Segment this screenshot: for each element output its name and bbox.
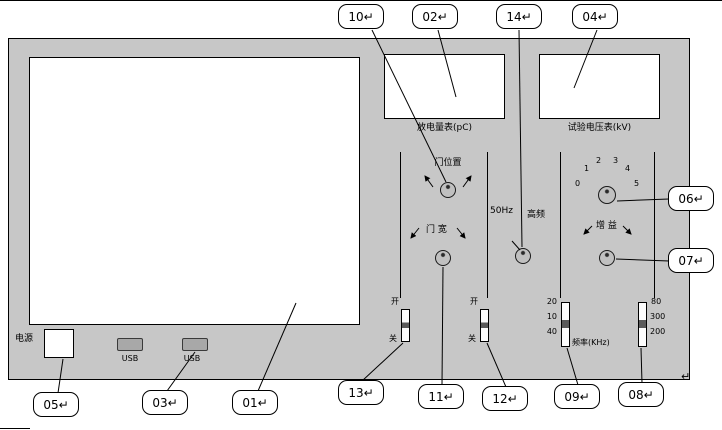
freq-high-label: 高频 bbox=[527, 210, 546, 220]
gain-coarse-knob[interactable] bbox=[598, 186, 616, 204]
usb-port-1 bbox=[117, 338, 143, 351]
callout-02: 02↵ bbox=[412, 4, 458, 29]
freq-right-value-300: 300 bbox=[650, 312, 666, 321]
freq-right-value-200: 200 bbox=[650, 327, 666, 336]
switch1-off-label: 关 bbox=[389, 334, 397, 343]
switch2-off-label: 关 bbox=[468, 334, 476, 343]
callout-14: 14↵ bbox=[496, 4, 542, 29]
freq-left-value-20: 20 bbox=[546, 297, 557, 306]
callout-06: 06↵ bbox=[668, 186, 714, 211]
toggle-switch-2[interactable] bbox=[480, 309, 489, 342]
callout-12: 12↵ bbox=[482, 386, 528, 411]
toggle-switch-1[interactable] bbox=[401, 309, 410, 342]
usb-port-2 bbox=[182, 338, 208, 351]
gain-scale-3: 3 bbox=[613, 156, 619, 165]
gate-position-label: 门位置 bbox=[434, 158, 462, 168]
gate-width-knob[interactable] bbox=[435, 250, 451, 266]
gate-position-knob[interactable] bbox=[440, 182, 456, 198]
freq-selector-switch-left[interactable] bbox=[561, 302, 570, 347]
freq-left-value-40: 40 bbox=[546, 327, 557, 336]
gain-scale-1: 1 bbox=[584, 164, 590, 173]
voltage-meter-label: 试验电压表(kV) bbox=[567, 123, 632, 133]
callout-01: 01↵ bbox=[232, 390, 278, 415]
callout-07: 07↵ bbox=[668, 248, 714, 273]
freq-unit-label: 频率(KHz) bbox=[572, 338, 610, 347]
gain-scale-5: 5 bbox=[634, 179, 640, 188]
gain-scale-2: 2 bbox=[596, 156, 602, 165]
callout-13: 13↵ bbox=[338, 380, 384, 405]
discharge-meter-label: 放电量表(pC) bbox=[416, 123, 473, 133]
freq-mode-knob[interactable] bbox=[515, 248, 531, 264]
callout-05: 05↵ bbox=[33, 392, 79, 417]
gate-width-label: 门 宽 bbox=[426, 225, 447, 235]
callout-03: 03↵ bbox=[142, 390, 188, 415]
freq-selector-switch-right[interactable] bbox=[638, 302, 647, 347]
gain-fine-knob[interactable] bbox=[599, 250, 615, 266]
display-screen bbox=[29, 57, 360, 325]
freq-50hz-label: 50Hz bbox=[490, 206, 513, 216]
voltage-meter-display bbox=[539, 54, 660, 119]
callout-04: 04↵ bbox=[572, 4, 618, 29]
freq-right-value-80: 80 bbox=[651, 297, 662, 306]
freq-left-value-10: 10 bbox=[546, 312, 557, 321]
usb2-label: USB bbox=[183, 354, 201, 363]
gain-scale-0: 0 bbox=[575, 179, 581, 188]
gain-label: 增 益 bbox=[596, 221, 617, 231]
switch1-on-label: 开 bbox=[391, 297, 399, 306]
switch2-on-label: 开 bbox=[470, 297, 478, 306]
callout-08: 08↵ bbox=[618, 382, 664, 407]
callout-10: 10↵ bbox=[338, 4, 384, 29]
callout-11: 11↵ bbox=[418, 384, 464, 409]
gain-scale-4: 4 bbox=[625, 164, 631, 173]
usb1-label: USB bbox=[121, 354, 139, 363]
power-label: 电源 bbox=[15, 334, 34, 344]
power-button[interactable] bbox=[44, 329, 74, 358]
paragraph-return-mark: ↵ bbox=[681, 370, 691, 383]
callout-09: 09↵ bbox=[554, 384, 600, 409]
discharge-meter-display bbox=[384, 54, 505, 119]
